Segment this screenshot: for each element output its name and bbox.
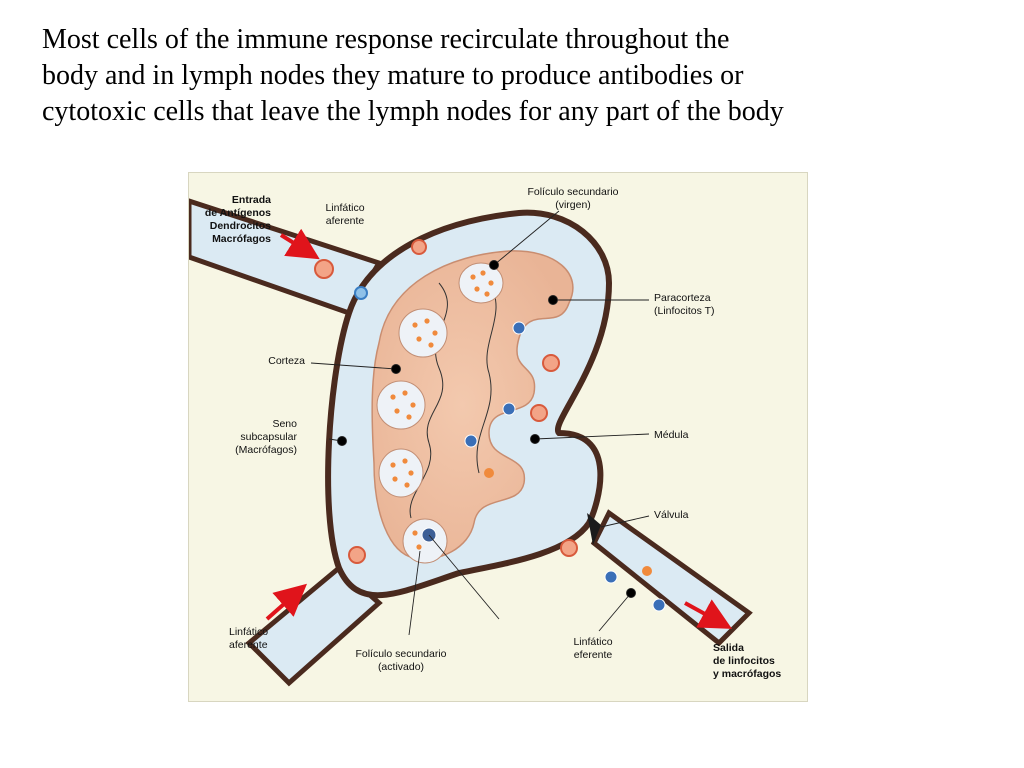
- label-paracorteza-1: Paracorteza: [654, 292, 711, 304]
- label-entrada-3: Dendrocitos: [210, 220, 271, 232]
- label-foliculo-virgen-2: (virgen): [555, 199, 591, 211]
- plasma-cell: [484, 468, 494, 478]
- label-linfatico-eferente-1: Linfático: [573, 636, 612, 648]
- label-seno-1: Seno: [272, 418, 297, 430]
- label-foliculo-virgen-1: Folículo secundario: [527, 186, 618, 198]
- antigen-star: [354, 286, 368, 300]
- lymphocyte-cell: [604, 570, 618, 584]
- label-linfatico-aferente-bottom-1: Linfático: [229, 626, 268, 638]
- label-valvula: Válvula: [654, 509, 689, 521]
- follicle-virgin-4: [378, 448, 424, 498]
- cells: [314, 239, 666, 612]
- dot-seno: [337, 436, 347, 446]
- label-entrada-2: de Antígenos: [205, 207, 271, 219]
- label-linfatico-aferente-top-2: aferente: [326, 215, 365, 227]
- label-salida-3: y macrófagos: [713, 668, 781, 680]
- input-arrow-bottom: [265, 583, 307, 621]
- label-linfatico-aferente-top-1: Linfático: [325, 202, 364, 214]
- label-entrada-4: Macrófagos: [212, 233, 271, 245]
- input-arrow-top: [279, 228, 320, 260]
- follicle-cells: [390, 270, 494, 550]
- follicle-virgin-2: [398, 308, 448, 358]
- label-foliculo-activado-2: (activado): [378, 661, 424, 673]
- dot-corteza: [391, 364, 401, 374]
- follicles: [376, 262, 504, 564]
- plasma-cell: [642, 566, 652, 576]
- afferent-vessel-bottom: [245, 564, 383, 687]
- dendrocyte-cell: [314, 259, 334, 279]
- output-arrow: [684, 599, 733, 629]
- label-medula: Médula: [654, 429, 689, 441]
- macrophage-cell: [411, 239, 427, 255]
- macrophage-cell: [530, 404, 548, 422]
- label-linfatico-eferente-2: eferente: [574, 649, 613, 661]
- valve-mark: [587, 513, 601, 545]
- label-foliculo-activado-1: Folículo secundario: [355, 648, 446, 660]
- diagram-labels: Entrada de Antígenos Dendrocitos Macrófa…: [205, 186, 782, 680]
- heading-line-3: cytotoxic cells that leave the lymph nod…: [42, 96, 784, 127]
- lymphocyte-cell: [502, 402, 516, 416]
- lymphocyte-cell: [512, 321, 526, 335]
- dot-medula: [530, 434, 540, 444]
- label-seno-2: subcapsular: [240, 431, 297, 443]
- label-entrada-1: Entrada: [232, 194, 271, 206]
- label-corteza: Corteza: [268, 355, 305, 367]
- label-salida-1: Salida: [713, 642, 744, 654]
- lymphocyte-cell: [464, 434, 478, 448]
- label-seno-3: (Macrófagos): [235, 444, 297, 456]
- lymph-node-diagram: Entrada de Antígenos Dendrocitos Macrófa…: [189, 186, 782, 687]
- label-paracorteza-2: (Linfocitos T): [654, 305, 715, 317]
- heading-line-1: Most cells of the immune response recirc…: [42, 24, 730, 55]
- lymph-node-figure: Entrada de Antígenos Dendrocitos Macrófa…: [188, 172, 808, 702]
- label-linfatico-aferente-bottom-2: aferente: [229, 639, 268, 651]
- leader-lines: [310, 210, 650, 636]
- macrophage-cell: [542, 354, 560, 372]
- heading-line-2: body and in lymph nodes they mature to p…: [42, 60, 744, 91]
- medulla-boundary: [476, 282, 497, 474]
- label-salida-2: de linfocitos: [713, 655, 775, 667]
- slide-heading: Most cells of the immune response recirc…: [42, 22, 1002, 130]
- follicle-virgin-3: [376, 380, 426, 430]
- dot-foliculo-virgen: [489, 260, 499, 270]
- lymphocyte-cell: [652, 598, 666, 612]
- macrophage-cell: [560, 539, 578, 557]
- macrophage-cell: [348, 546, 366, 564]
- dot-eferente: [626, 588, 636, 598]
- dot-paracorteza: [548, 295, 558, 305]
- follicle-virgin-1: [458, 262, 504, 304]
